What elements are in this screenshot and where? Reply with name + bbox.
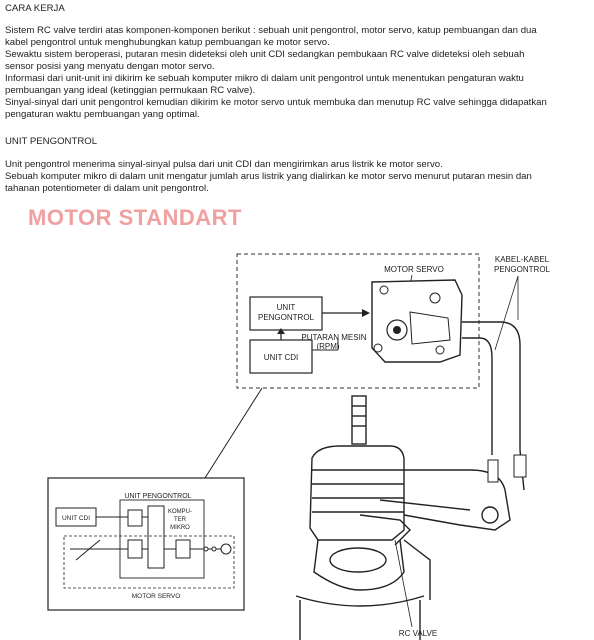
heading-unit-pengontrol: UNIT PENGONTROL (5, 136, 98, 147)
banner-motor-standart: MOTOR STANDART (28, 205, 242, 230)
inset-title: UNIT PENGONTROL (124, 493, 191, 500)
unit-pengontrol-box (249, 296, 323, 331)
inset-komputer-label-3: MIKRO (170, 525, 190, 531)
paragraph-line: Informasi dari unit-unit ini dikirim ke … (5, 73, 524, 84)
paragraph-line: Sebuah komputer mikro di dalam unit meng… (5, 171, 532, 182)
paragraph-line: Sistem RC valve terdiri atas komponen-ko… (5, 25, 537, 36)
paragraph-line: pembuangan yang ideal (ketinggian permuk… (5, 85, 256, 96)
unit-pengontrol-label-1: UNIT (277, 303, 296, 312)
paragraph-line: Sewaktu sistem beroperasi, putaran mesin… (5, 49, 525, 60)
kabel-label-1: KABEL-KABEL (495, 255, 550, 264)
inset-motor-servo-label: MOTOR SERVO (132, 593, 181, 600)
inset-komputer-label-1: KOMPU- (168, 509, 192, 515)
rpm-label: (RPM) (316, 342, 339, 351)
rc-valve-label: RC VALVE (399, 629, 437, 638)
paragraph-line: sensor posisi yang menyatu dengan motor … (5, 61, 215, 72)
inset-cdi-label: UNIT CDI (62, 515, 90, 522)
inset-komputer-label-2: TER (174, 517, 187, 523)
unit-cdi-label: UNIT CDI (264, 353, 299, 362)
paragraph-line: pengaturan waktu pembuangan yang optimal… (5, 109, 200, 120)
paragraph-line: tahanan potentiometer di dalam unit peng… (5, 183, 209, 194)
engine-drawing (295, 395, 511, 640)
system-dashed-box (236, 253, 480, 389)
motor-servo-label: MOTOR SERVO (384, 265, 444, 274)
putaran-mesin-label: PUTARAN MESIN (301, 333, 366, 342)
kabel-label-2: PENGONTROL (494, 265, 551, 274)
paragraph-line: Unit pengontrol menerima sinyal-sinyal p… (5, 159, 443, 170)
paragraph-line: kabel pengontrol untuk menghubungkan kat… (5, 37, 330, 48)
paragraph-line: Sinyal-sinyal dari unit pengontrol kemud… (5, 97, 547, 108)
unit-pengontrol-label-2: PENGONTROL (258, 313, 315, 322)
heading-cara-kerja: CARA KERJA (5, 3, 65, 14)
